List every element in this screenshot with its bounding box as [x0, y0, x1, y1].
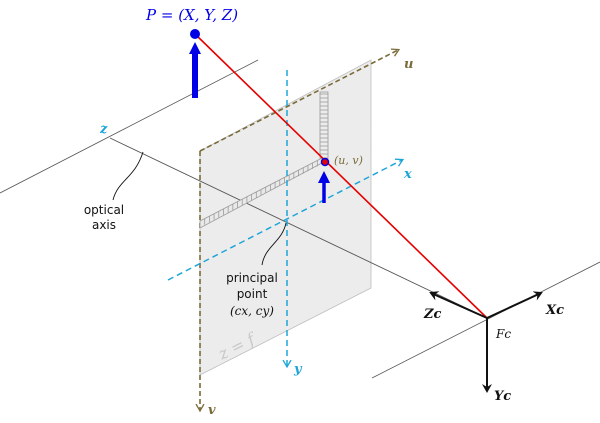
camera-z-label: Zc: [423, 307, 441, 322]
principal-point-label-1: principal: [226, 271, 278, 285]
camera-z-axis: [429, 291, 488, 319]
image-point-label: (u, v): [334, 154, 363, 167]
principal-point-callout: [261, 222, 287, 266]
image-point: [320, 157, 330, 167]
camera-y-label: Yc: [494, 389, 511, 404]
optical-axis-label-1: optical: [84, 203, 124, 217]
v-axis-label: v: [208, 403, 216, 418]
x-axis: [167, 160, 402, 281]
projection-ray: [194, 33, 488, 319]
z-axis-label: z: [99, 122, 108, 137]
principal-point-label-2: point: [237, 287, 268, 301]
horizontal-ruler: [199, 157, 323, 229]
y-axis-label: y: [293, 362, 303, 377]
vertical-ruler: [319, 91, 329, 160]
optical-axis-line: [109, 137, 488, 319]
back-ground-line: [0, 59, 259, 194]
u-axis: [199, 50, 398, 152]
point-p-label: P = (X, Y, Z): [145, 6, 238, 24]
x-axis-label: x: [403, 167, 412, 182]
principal-point-label-3: (cx, cy): [230, 304, 274, 318]
optical-axis-label-2: axis: [92, 218, 116, 232]
optical-axis-callout: [112, 151, 144, 201]
camera-frame-label: Fc: [495, 327, 511, 341]
camera-x-axis: [486, 291, 543, 319]
u-axis-label: u: [404, 57, 413, 72]
camera-x-label: Xc: [545, 303, 564, 318]
point-p: [190, 29, 200, 39]
